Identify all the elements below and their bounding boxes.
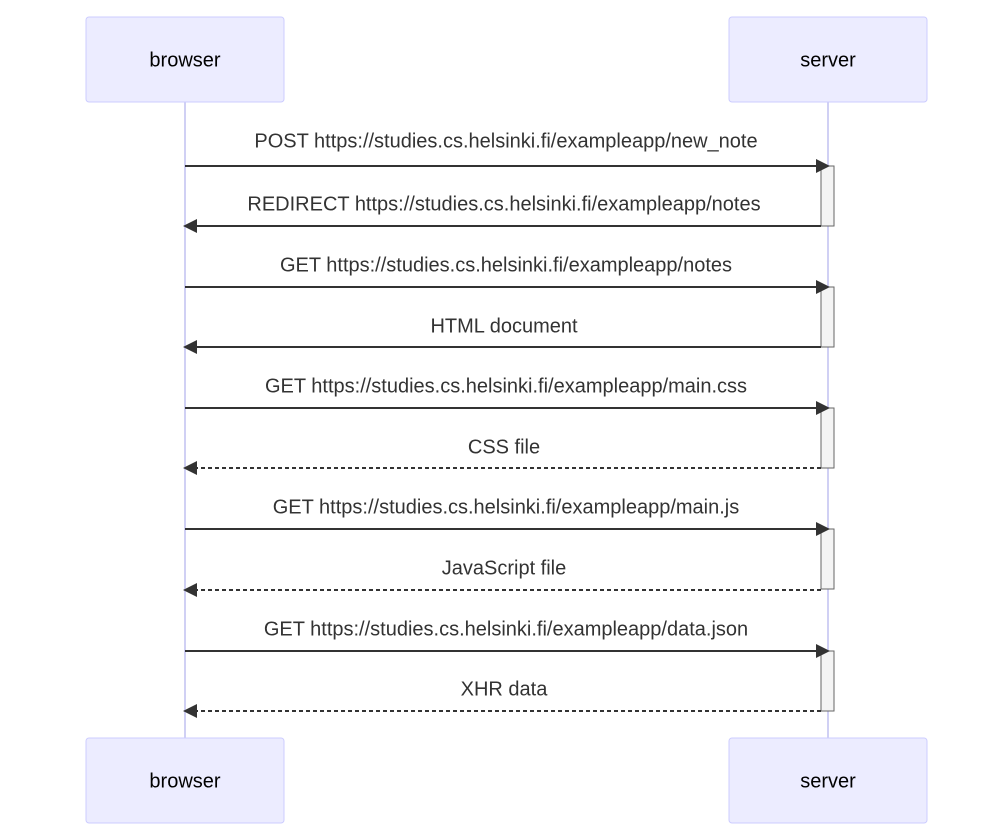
activation-box-3 [820,407,835,469]
actor-server-bottom: server [728,737,928,824]
message-label: HTML document [430,315,578,337]
arrowhead-left [183,704,197,718]
message-label: GET https://studies.cs.helsinki.fi/examp… [273,496,740,518]
arrowhead-right [816,401,830,415]
arrowhead-right [816,280,830,294]
arrowhead-left [183,583,197,597]
activation-box-5 [820,650,835,712]
actor-label: browser [149,49,220,71]
actor-box [728,16,928,103]
message-label: POST https://studies.cs.helsinki.fi/exam… [254,130,757,152]
actor-label: browser [149,770,220,792]
message-3: GET https://studies.cs.helsinki.fi/examp… [185,254,830,294]
message-7: GET https://studies.cs.helsinki.fi/examp… [185,496,830,536]
actor-server-top: server [728,16,928,103]
arrowhead-left [183,340,197,354]
message-label: GET https://studies.cs.helsinki.fi/examp… [280,254,732,276]
arrowhead-right [816,644,830,658]
activation-box-1 [820,165,835,227]
actor-box [85,737,285,824]
message-8: JavaScript file [183,557,821,597]
message-label: JavaScript file [442,557,567,579]
actor-box [85,16,285,103]
arrowhead-right [816,522,830,536]
arrowhead-left [183,461,197,475]
actor-label: server [800,770,856,792]
message-label: GET https://studies.cs.helsinki.fi/examp… [265,375,747,397]
message-1: POST https://studies.cs.helsinki.fi/exam… [185,130,830,173]
message-4: HTML document [183,315,821,354]
actor-browser-bottom: browser [85,737,285,824]
arrowhead-left [183,219,197,233]
actor-label: server [800,49,856,71]
activation-box-2 [820,286,835,348]
message-9: GET https://studies.cs.helsinki.fi/examp… [185,618,830,658]
actor-box [728,737,928,824]
actor-browser-top: browser [85,16,285,103]
arrowhead-right [816,159,830,173]
activation-box-4 [820,528,835,590]
message-label: CSS file [468,436,540,458]
message-6: CSS file [183,436,821,475]
message-label: GET https://studies.cs.helsinki.fi/examp… [264,618,748,640]
message-label: XHR data [461,678,549,700]
message-10: XHR data [183,678,821,718]
message-2: REDIRECT https://studies.cs.helsinki.fi/… [183,193,821,233]
message-label: REDIRECT https://studies.cs.helsinki.fi/… [247,193,760,215]
message-5: GET https://studies.cs.helsinki.fi/examp… [185,375,830,415]
